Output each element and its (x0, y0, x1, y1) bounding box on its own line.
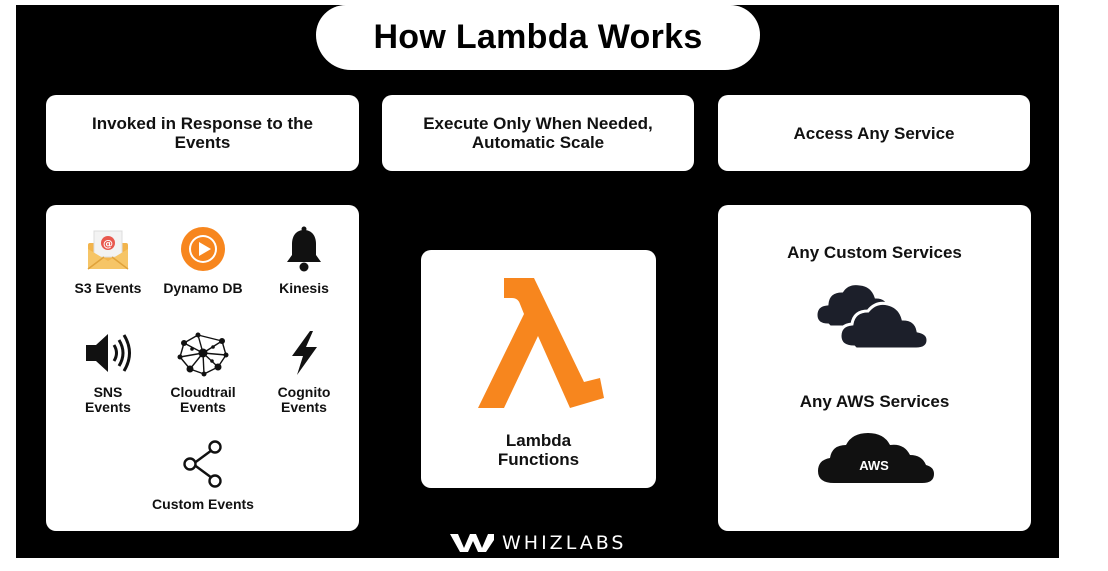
event-dynamodb: Dynamo DB (143, 225, 263, 296)
brand-text: WHIZLABS (502, 532, 627, 554)
aws-cloud-text: AWS (859, 458, 889, 473)
event-cloudtrail: Cloudtrail Events (143, 329, 263, 415)
bell-icon (287, 226, 321, 272)
event-cloudtrail-label: Cloudtrail Events (170, 384, 236, 415)
event-kinesis-label: Kinesis (279, 280, 329, 296)
play-circle-icon (181, 227, 225, 271)
header-execute-label: Execute Only When Needed, Automatic Scal… (423, 114, 653, 152)
lambda-label: Lambda Functions (497, 431, 580, 469)
header-execute: Execute Only When Needed, Automatic Scal… (382, 95, 694, 171)
aws-cloud-icon: AWS (818, 433, 934, 483)
event-s3: @ S3 Events (48, 225, 168, 296)
cloud-icon (814, 282, 930, 351)
title-pill: How Lambda Works (316, 5, 760, 70)
brand-logo: WHIZLABS (450, 532, 626, 554)
page-title: How Lambda Works (373, 18, 703, 56)
header-invoked-label: Invoked in Response to the Events (91, 114, 314, 152)
aws-services-title: Any AWS Services (799, 392, 950, 411)
diagram-canvas: How Lambda Works Invoked in Response to … (16, 5, 1059, 558)
services-panel: Any Custom Services Any AWS Services AWS (718, 205, 1031, 531)
event-dynamodb-label: Dynamo DB (163, 280, 243, 296)
custom-services-title: Any Custom Services (787, 243, 962, 262)
event-custom-label: Custom Events (152, 496, 254, 512)
share-icon (183, 440, 222, 488)
lambda-icon (478, 278, 604, 408)
header-access: Access Any Service (718, 95, 1030, 171)
event-cognito: Cognito Events (244, 329, 364, 415)
envelope-icon: @ (87, 230, 129, 270)
speaker-icon (86, 334, 131, 372)
network-icon (177, 332, 229, 377)
lambda-panel: Lambda Functions (421, 250, 656, 488)
event-sources-panel: @ S3 Events Dynamo DB Kinesis (46, 205, 359, 531)
header-invoked: Invoked in Response to the Events (46, 95, 359, 171)
lightning-icon (292, 331, 317, 375)
event-cognito-label: Cognito Events (277, 384, 331, 415)
svg-text:@: @ (103, 239, 113, 250)
event-s3-label: S3 Events (74, 280, 142, 296)
event-kinesis: Kinesis (244, 225, 364, 296)
event-custom: Custom Events (143, 439, 263, 512)
event-sns-label: SNS Events (85, 384, 131, 415)
whizlabs-logo-icon (450, 534, 494, 552)
header-access-label: Access Any Service (793, 123, 955, 143)
event-sns: SNS Events (48, 329, 168, 415)
